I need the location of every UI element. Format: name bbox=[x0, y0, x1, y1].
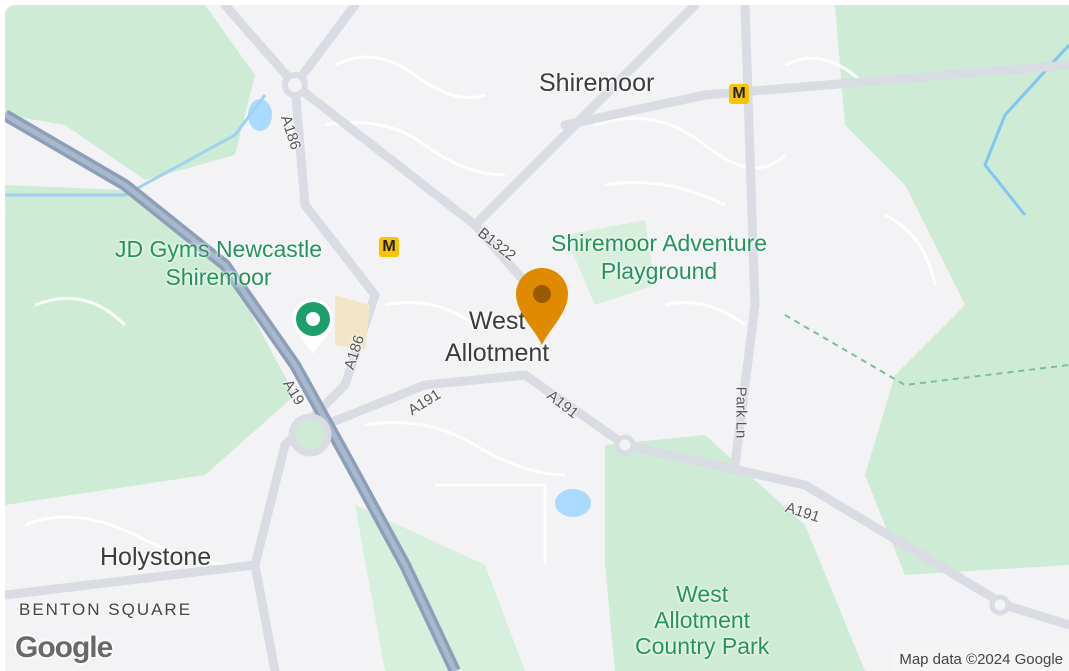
place-label-holystone: Holystone bbox=[100, 543, 212, 571]
area-label-benton-square: BENTON SQUARE bbox=[19, 600, 193, 619]
map-canvas[interactable]: Shiremoor West Allotment Holystone BENTO… bbox=[5, 5, 1069, 671]
google-logo: Google bbox=[15, 631, 113, 664]
road-label-park-ln: Park Ln bbox=[732, 386, 750, 439]
gym-pin-icon[interactable] bbox=[291, 298, 335, 356]
map-base-layer bbox=[5, 5, 1069, 671]
place-label-shiremoor: Shiremoor bbox=[539, 69, 655, 97]
poi-label-jd-gyms[interactable]: JD Gyms Newcastle Shiremoor bbox=[115, 236, 323, 290]
metro-station-icon[interactable]: M bbox=[379, 237, 399, 257]
place-label-west-allotment: West Allotment bbox=[445, 307, 550, 367]
poi-label-adventure-playground[interactable]: Shiremoor Adventure Playground bbox=[551, 230, 768, 284]
poi-label-country-park[interactable]: West Allotment Country Park bbox=[635, 581, 770, 659]
map-attribution[interactable]: Map data ©2024 Google bbox=[893, 648, 1069, 671]
map-pin-icon[interactable] bbox=[514, 267, 570, 347]
metro-station-icon[interactable]: M bbox=[729, 84, 749, 104]
